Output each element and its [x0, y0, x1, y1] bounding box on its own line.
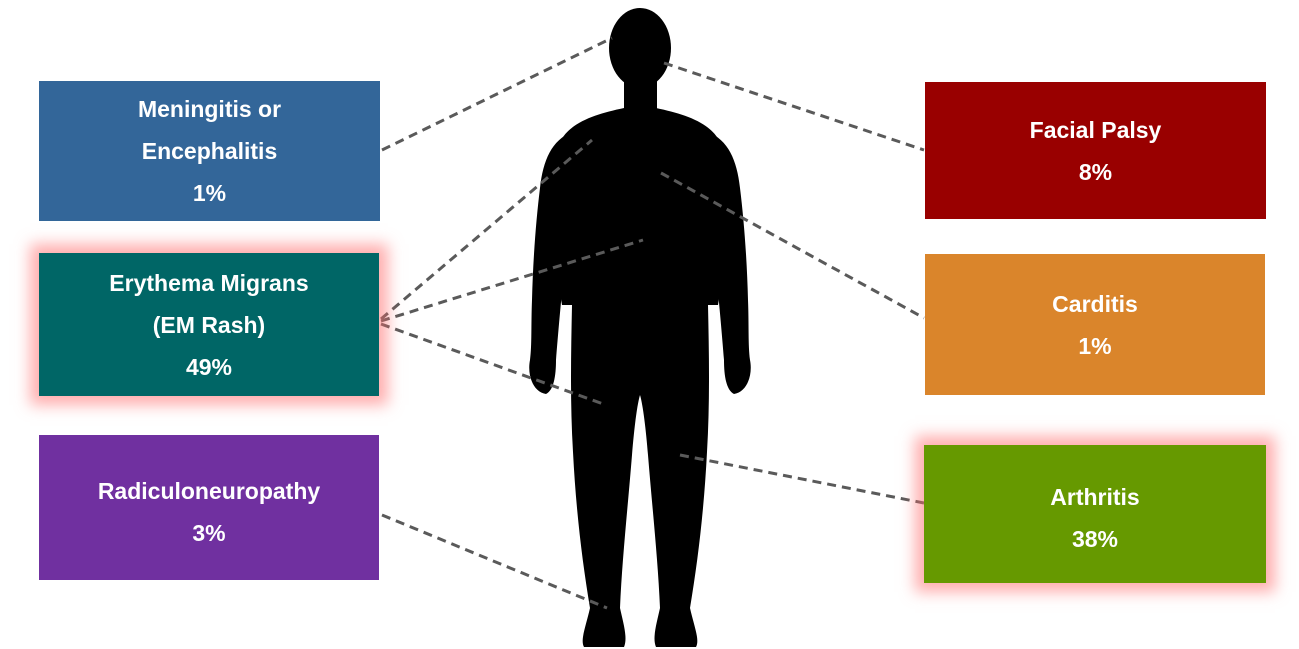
percentage-label: 1%	[193, 172, 226, 214]
erythema-migrans-box: Erythema Migrans(EM Rash)49%	[39, 253, 379, 396]
condition-label: Carditis	[1052, 283, 1138, 325]
percentage-label: 49%	[186, 346, 232, 388]
condition-label: Meningitis or	[138, 88, 281, 130]
percentage-label: 38%	[1072, 518, 1118, 560]
condition-label: Facial Palsy	[1030, 109, 1162, 151]
condition-label: Encephalitis	[142, 130, 277, 172]
connector-radiculo	[382, 515, 607, 608]
human-silhouette-icon	[529, 8, 751, 647]
percentage-label: 3%	[192, 512, 225, 554]
percentage-label: 8%	[1079, 151, 1112, 193]
percentage-label: 1%	[1078, 325, 1111, 367]
condition-label: Erythema Migrans	[109, 262, 308, 304]
condition-label: (EM Rash)	[153, 304, 265, 346]
connector-arthritis	[680, 455, 924, 503]
condition-label: Radiculoneuropathy	[98, 470, 320, 512]
condition-label: Arthritis	[1050, 476, 1139, 518]
